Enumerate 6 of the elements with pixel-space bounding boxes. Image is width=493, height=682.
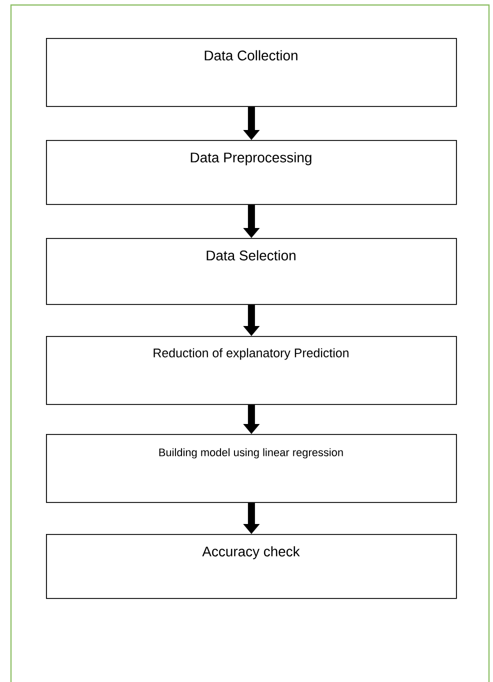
process-box: Reduction of explanatory Prediction xyxy=(46,336,457,405)
process-box: Accuracy check xyxy=(46,534,457,599)
process-box: Data Collection xyxy=(46,38,457,107)
process-box: Data Selection xyxy=(46,238,457,305)
process-box: Data Preprocessing xyxy=(46,140,457,205)
process-box: Building model using linear regression xyxy=(46,434,457,503)
